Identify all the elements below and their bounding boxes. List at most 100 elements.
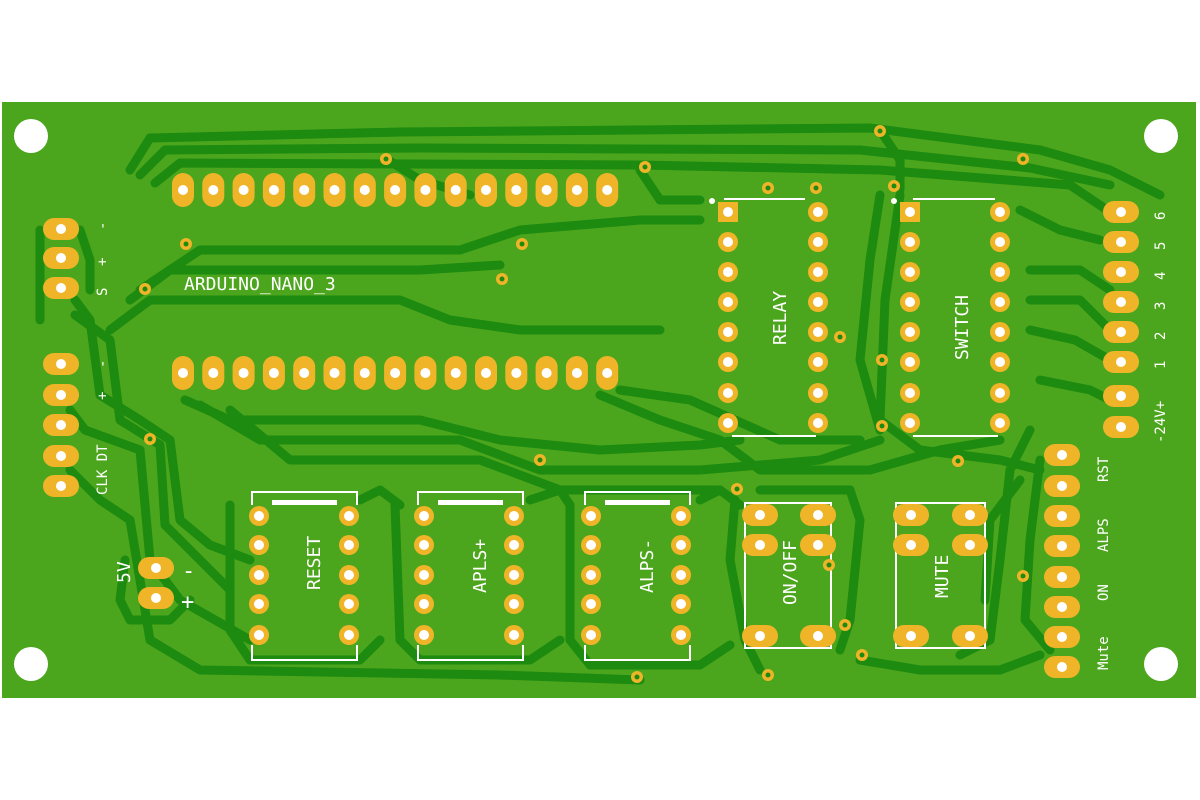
pad-relay xyxy=(718,322,738,342)
pad-onoff xyxy=(800,625,836,647)
pad-encoder-clk-dt xyxy=(43,475,79,497)
pad-arduino-bottom xyxy=(505,356,528,390)
pad-switch xyxy=(990,352,1010,372)
pad-output xyxy=(1103,201,1139,223)
via xyxy=(839,619,851,631)
pad-arduino-top xyxy=(172,173,194,207)
pad-arduino-bottom xyxy=(172,356,194,390)
label-enc-minus: - xyxy=(95,222,111,230)
pad-relay xyxy=(808,383,828,403)
pad-arduino-bottom xyxy=(535,356,558,390)
pad-reset xyxy=(249,506,269,526)
pad-arduino-bottom xyxy=(202,356,225,390)
pad-arduino-bottom xyxy=(353,356,376,390)
pad-switch xyxy=(900,383,920,403)
via xyxy=(762,182,774,194)
label-power-plus: + xyxy=(181,590,194,615)
pad-onoff xyxy=(742,534,778,556)
pad-arduino-bottom xyxy=(323,356,346,390)
pad-apls xyxy=(414,565,434,585)
pad-switch-connector xyxy=(1044,656,1080,678)
pad-output xyxy=(1103,231,1139,253)
label-sw-alps: ALPS xyxy=(1096,518,1112,552)
pad-mute xyxy=(952,504,988,526)
pad-output xyxy=(1103,261,1139,283)
pad-apls xyxy=(414,535,434,555)
pad-reset xyxy=(339,625,359,645)
pad-switch xyxy=(990,292,1010,312)
label-out-5: 5 xyxy=(1153,242,1169,250)
pad-encoder xyxy=(43,247,79,269)
pad-reset xyxy=(339,565,359,585)
pad-switch xyxy=(900,262,920,282)
label-enc-s: S xyxy=(95,288,111,296)
pad-switch xyxy=(900,352,920,372)
pad-alps xyxy=(671,506,691,526)
pad-arduino-top xyxy=(535,173,558,207)
pad-alps xyxy=(581,506,601,526)
pad-power xyxy=(138,557,174,579)
via xyxy=(952,455,964,467)
label-out-3: 3 xyxy=(1153,302,1169,310)
pad-alps xyxy=(581,625,601,645)
pad-output xyxy=(1103,416,1139,438)
pad-relay xyxy=(808,352,828,372)
silkscreen-bars xyxy=(272,198,897,505)
pad-arduino-top xyxy=(505,173,528,207)
pad-onoff xyxy=(742,625,778,647)
label-alps: ALPS- xyxy=(637,539,658,593)
pad-power xyxy=(138,587,174,609)
label-out-6: 6 xyxy=(1153,212,1169,220)
pad-arduino-top xyxy=(262,173,285,207)
silkscreen-outlines xyxy=(251,198,998,661)
pad-relay-pin1 xyxy=(718,202,738,222)
via xyxy=(139,283,151,295)
pad-apls xyxy=(504,506,524,526)
via xyxy=(639,161,651,173)
pad-switch-connector xyxy=(1044,505,1080,527)
pad-apls xyxy=(504,625,524,645)
mount-hole-tr xyxy=(1144,119,1178,153)
label-out-24v: -24V+ xyxy=(1153,401,1169,443)
pad-arduino-top xyxy=(353,173,376,207)
pad-encoder xyxy=(43,218,79,240)
via xyxy=(810,182,822,194)
label-out-1: 1 xyxy=(1153,361,1169,369)
pad-relay xyxy=(808,232,828,252)
pad-relay xyxy=(718,262,738,282)
label-out-2: 2 xyxy=(1153,332,1169,340)
pad-arduino-top xyxy=(444,173,467,207)
pad-alps xyxy=(671,565,691,585)
pad-mute xyxy=(952,534,988,556)
pad-output xyxy=(1103,385,1139,407)
pad-arduino-top xyxy=(293,173,316,207)
vias-layer xyxy=(139,125,1029,683)
label-enc-plus: + xyxy=(95,258,111,266)
label-out-4: 4 xyxy=(1153,272,1169,280)
pad-onoff xyxy=(800,534,836,556)
pad-switch-connector xyxy=(1044,566,1080,588)
via xyxy=(888,180,900,192)
pad-relay xyxy=(718,383,738,403)
pad-encoder-clk-dt xyxy=(43,353,79,375)
pad-apls xyxy=(504,535,524,555)
pad-switch xyxy=(990,202,1010,222)
pad-output xyxy=(1103,321,1139,343)
mount-hole-br xyxy=(1144,647,1178,681)
via xyxy=(516,238,528,250)
pad-mute xyxy=(893,534,929,556)
pad-alps xyxy=(581,565,601,585)
via xyxy=(731,483,743,495)
pad-reset xyxy=(249,594,269,614)
mount-hole-tl xyxy=(14,119,48,153)
pad-arduino-bottom xyxy=(565,356,588,390)
label-sw-on: ON xyxy=(1096,584,1112,601)
label-relay: RELAY xyxy=(770,291,791,345)
via xyxy=(834,331,846,343)
via xyxy=(876,420,888,432)
pad-relay xyxy=(808,292,828,312)
via xyxy=(380,153,392,165)
pad-reset xyxy=(339,594,359,614)
via xyxy=(631,671,643,683)
label-apls: APLS+ xyxy=(470,539,491,593)
